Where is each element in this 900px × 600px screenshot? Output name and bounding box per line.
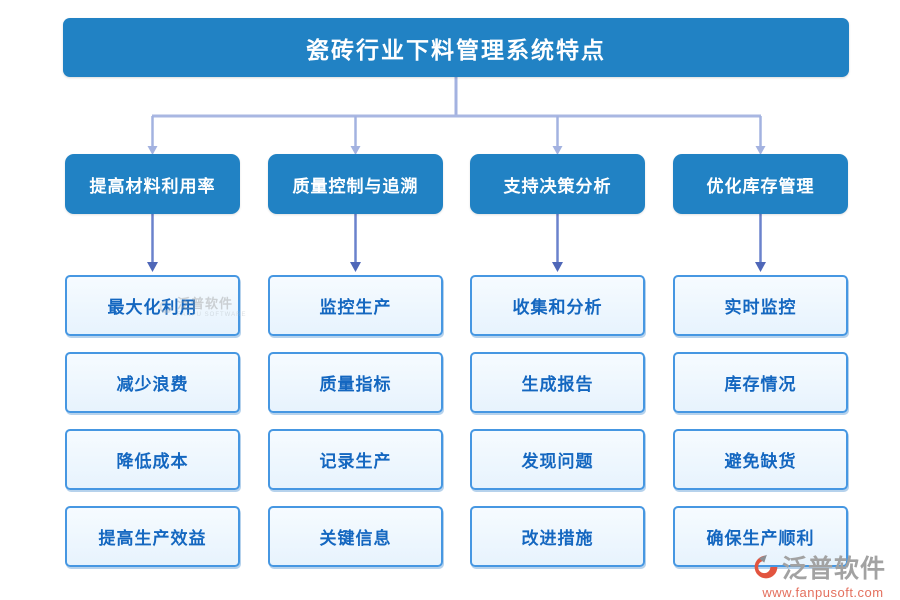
node-box: 质量指标 — [268, 352, 443, 413]
node-box: 最大化利用 — [65, 275, 240, 336]
node-box: 减少浪费 — [65, 352, 240, 413]
brand-url: www.fanpusoft.com — [762, 585, 884, 600]
brand-name: 泛普软件 — [782, 555, 887, 583]
node-box: 监控生产 — [268, 275, 443, 336]
diagram-title: 瓷砖行业下料管理系统特点 — [63, 18, 849, 77]
node-box: 改进措施 — [470, 506, 645, 567]
column-header: 支持决策分析 — [470, 154, 645, 214]
fanpu-logo-icon — [754, 554, 778, 579]
node-box: 收集和分析 — [470, 275, 645, 336]
column-header: 质量控制与追溯 — [268, 154, 443, 214]
node-box: 生成报告 — [470, 352, 645, 413]
node-box: 实时监控 — [673, 275, 848, 336]
node-box: 降低成本 — [65, 429, 240, 490]
node-box: 避免缺货 — [673, 429, 848, 490]
node-box: 记录生产 — [268, 429, 443, 490]
node-box: 确保生产顺利 — [673, 506, 848, 567]
node-box: 发现问题 — [470, 429, 645, 490]
brand-logo: 泛普软件 www.fanpusoft.com — [752, 549, 894, 600]
node-box: 库存情况 — [673, 352, 848, 413]
column-header: 提高材料利用率 — [65, 154, 240, 214]
column-header: 优化库存管理 — [673, 154, 848, 214]
node-box: 提高生产效益 — [65, 506, 240, 567]
node-box: 关键信息 — [268, 506, 443, 567]
